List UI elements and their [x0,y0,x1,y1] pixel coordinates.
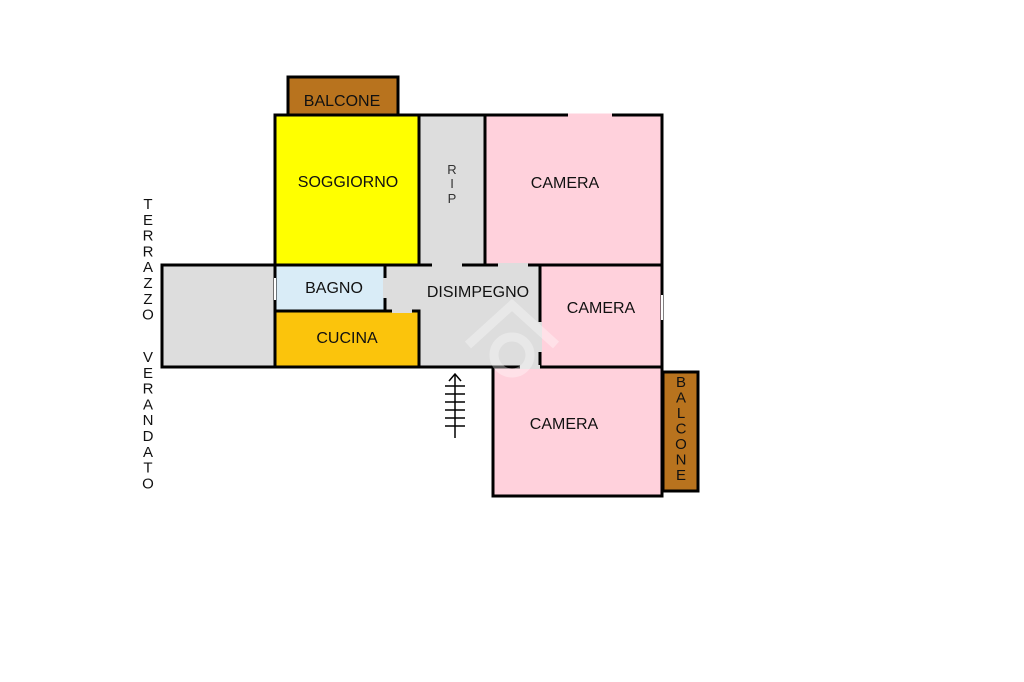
label-rip: R I P [447,162,456,206]
svg-text:P: P [448,191,457,206]
label-camera-mid: CAMERA [567,300,636,317]
label-balcone-top: BALCONE [304,93,380,110]
label-cucina: CUCINA [316,330,378,347]
svg-text:R: R [447,162,456,177]
room-balcone-right [661,370,700,493]
window-marks [274,278,663,320]
staircase-arrow-icon [445,372,465,438]
svg-text:I: I [450,176,454,191]
door-openings [383,263,542,369]
room-camera-bottom [491,365,664,498]
label-disimpegno: DISIMPEGNO [427,284,529,301]
label-soggiorno: SOGGIORNO [298,174,398,191]
room-soggiorno [273,113,421,267]
room-cucina [273,309,421,369]
room-camera-top [483,113,664,267]
label-bagno: BAGNO [305,280,363,297]
house-logo-icon [464,298,560,378]
room-terrazzo-area [160,263,277,369]
label-camera-top: CAMERA [531,175,600,192]
label-camera-bottom: CAMERA [530,416,599,433]
